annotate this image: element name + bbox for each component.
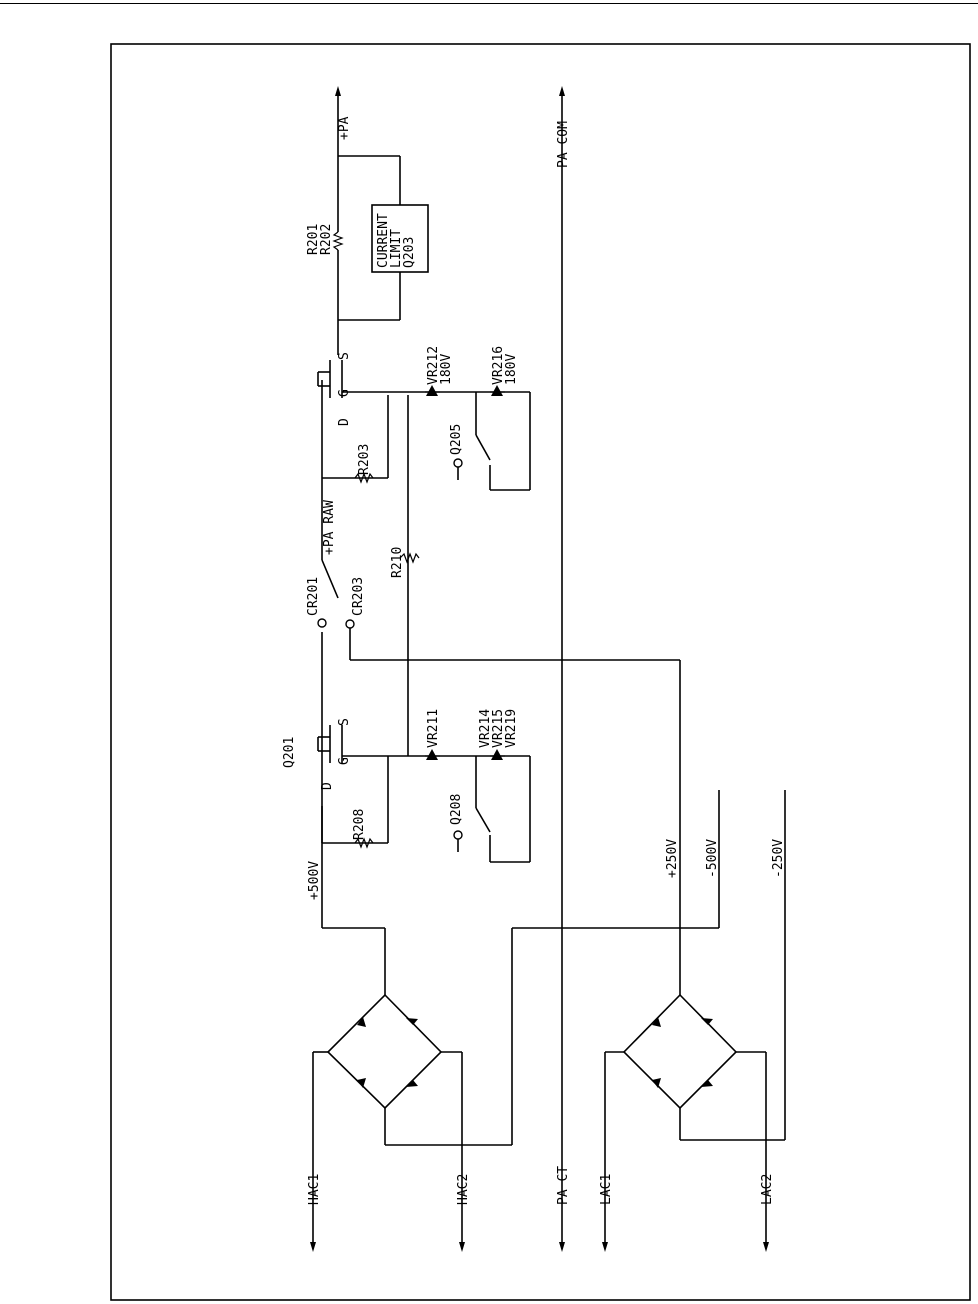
- pin-d-q202: D: [337, 418, 352, 426]
- label-current-limit: CURRENTLIMITQ203: [376, 213, 417, 268]
- label-vr216: VR216180V: [491, 346, 519, 385]
- pin-g-q201: G: [337, 757, 352, 765]
- label-plus-pa: +PA: [337, 116, 352, 140]
- page-top-rule: [0, 3, 978, 4]
- label-cr201: CR201: [306, 577, 321, 616]
- label-r201: R201R202: [306, 224, 334, 255]
- pin-s-q201: S: [337, 718, 352, 726]
- label-minus-500v: -500V: [705, 839, 720, 878]
- resistors: [332, 231, 420, 849]
- label-vr212: VR212180V: [426, 346, 454, 385]
- labels: HAC1 HAC2 PA CT LAC1 LAC2 +PA PA COM +50…: [282, 116, 786, 1205]
- label-vr214: VR214VR215VR219: [478, 709, 519, 748]
- label-q201: Q201: [282, 737, 297, 768]
- bridge-diodes: [357, 1017, 713, 1088]
- label-hac1: HAC1: [307, 1174, 322, 1205]
- label-cr203: CR203: [351, 577, 366, 616]
- label-lac1: LAC1: [599, 1174, 614, 1205]
- label-plus-250v: +250V: [665, 839, 680, 878]
- label-hac2: HAC2: [456, 1174, 471, 1205]
- label-pa-raw: +PA RAW: [322, 500, 337, 555]
- current-limit-box: [371, 204, 429, 273]
- label-plus-500v: +500V: [307, 861, 322, 900]
- switch-symbols: [453, 392, 491, 852]
- zener-diodes: [425, 385, 505, 760]
- label-q205: Q205: [449, 424, 464, 455]
- terminal-arrows: [310, 86, 769, 1252]
- label-r208: R208: [352, 809, 367, 840]
- label-pa-com: PA COM: [556, 121, 571, 168]
- label-minus-250v: -250V: [771, 839, 786, 878]
- cr-diodes: [317, 618, 355, 629]
- label-pa-ct: PA CT: [556, 1166, 571, 1205]
- pin-s-q202: S: [337, 352, 352, 360]
- pin-g-q202: G: [337, 389, 352, 397]
- fet-q201: [317, 725, 343, 763]
- label-r203: R203: [357, 444, 372, 475]
- label-r210: R210: [390, 547, 405, 578]
- fet-q202: [317, 360, 343, 398]
- schematic-border: [110, 43, 971, 1301]
- label-q208: Q208: [449, 794, 464, 825]
- label-lac2: LAC2: [760, 1174, 775, 1205]
- label-vr211: VR211: [426, 709, 441, 748]
- pin-d-q201: D: [320, 782, 335, 790]
